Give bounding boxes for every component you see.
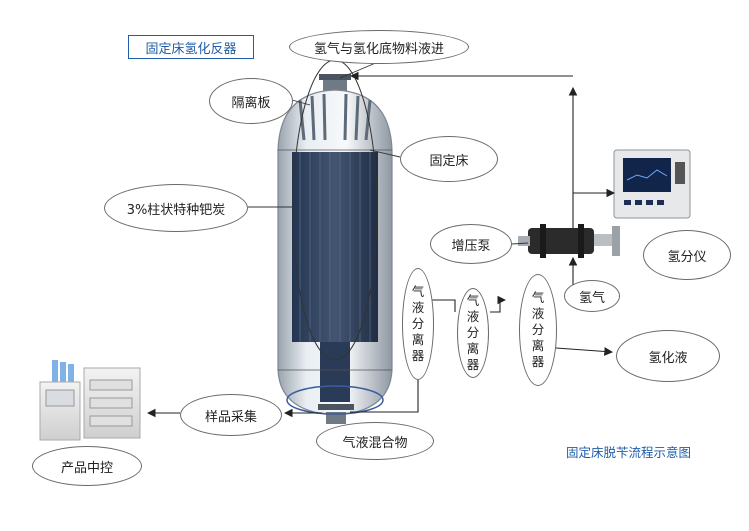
gas-liquid-separator-1: 气液分离器 (402, 268, 434, 380)
gas-liquid-separator-3: 气液分离器 (519, 274, 557, 386)
booster-pump (518, 224, 620, 258)
hydrogen-analyzer-device (613, 149, 691, 219)
sampling-label: 样品采集 (180, 394, 282, 436)
separator-1-label: 气液分离器 (411, 284, 425, 363)
separator-plate-label: 隔离板 (209, 78, 293, 124)
gas-liquid-separator-2: 气液分离器 (457, 288, 489, 378)
separator-2-label: 气液分离器 (466, 293, 480, 372)
catalyst-label: 3%柱状特种钯炭 (104, 184, 248, 232)
reactor-vessel (277, 59, 393, 424)
feed-inlet-label: 氢气与氢化底物料液进 (289, 30, 469, 64)
product-control-label: 产品中控 (32, 446, 142, 486)
fixed-bed-label: 固定床 (400, 136, 498, 182)
hydrogenated-liquid-label: 氢化液 (616, 330, 720, 382)
diagram-caption: 固定床脱苄流程示意图 (566, 445, 692, 460)
hplc-instrument (39, 360, 141, 441)
hydrogen-analyzer-label: 氢分仪 (643, 230, 731, 280)
gas-liquid-mixture-label: 气液混合物 (316, 422, 434, 460)
booster-pump-label: 增压泵 (430, 224, 512, 264)
diagram-title: 固定床氢化反器 (128, 35, 254, 59)
separator-3-label: 气液分离器 (531, 290, 545, 369)
hydrogen-gas-label: 氢气 (564, 280, 620, 312)
